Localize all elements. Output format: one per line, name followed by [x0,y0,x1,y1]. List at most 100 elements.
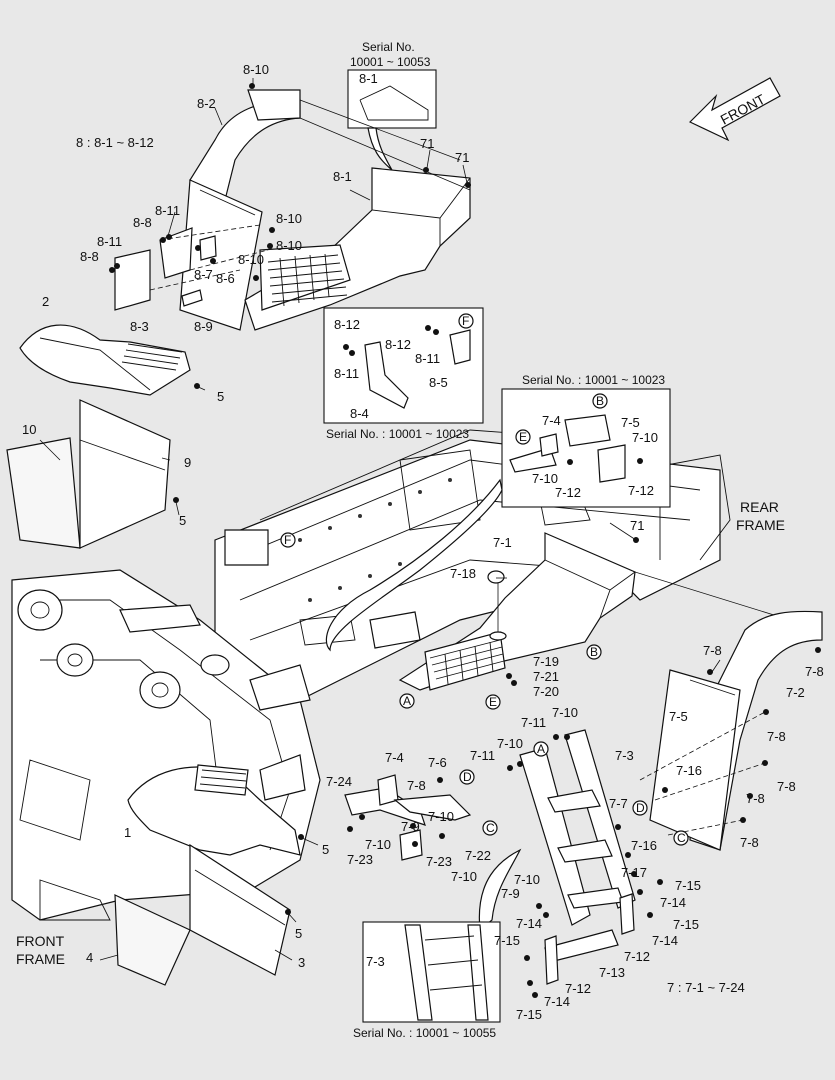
part-label: 7-16 [631,838,657,853]
part-label: 2 [42,294,49,309]
part-label: 7-23 [426,854,452,869]
part-label: 7-8 [805,664,824,679]
part-label: 7-14 [516,916,542,931]
rear-frame-label-1: REAR [740,499,779,515]
part-label: 7-12 [624,949,650,964]
part-label: 8-1 [333,169,352,184]
svg-text:D: D [463,770,472,784]
inset-serial-7: Serial No. : 10001 ~ 10023 [325,373,671,652]
part-label: 8-11 [334,366,359,381]
part-label: 8-10 [276,211,302,226]
part-label: 8-3 [130,319,149,334]
part-label: 7-9 [501,886,520,901]
part-label: 7-10 [428,809,454,824]
part-label: 4 [86,950,93,965]
circle-ref-d-bracket: D [459,769,475,785]
part-label: 8-4 [350,406,369,421]
part-label: 7-8 [740,835,759,850]
front-frame-label-1: FRONT [16,933,65,949]
inset-serial-top: Serial No. 10001 ~ 10053 [347,40,437,171]
part-label: 7-12 [555,485,581,500]
svg-text:C: C [677,831,686,845]
part-label: 7-2 [786,685,805,700]
circle-ref-b-inset: B [592,393,608,409]
part-label: 7-20 [533,684,559,699]
part-label: 7-15 [673,917,699,932]
fender-2-group [6,324,191,549]
part-label: 9 [184,455,191,470]
part-label: 7-5 [621,415,640,430]
part-label: 7-8 [777,779,796,794]
fender-1-grating [199,769,247,789]
part-label: 7-21 [533,669,559,684]
circle-ref-f-frame: F [280,532,296,548]
circle-ref-c-fender: C [673,830,689,846]
part-label: 8-6 [216,271,235,286]
fender-8-2 [179,89,301,331]
serial-top-line2: 10001 ~ 10053 [350,55,431,69]
svg-text:E: E [489,695,497,709]
part-label: 5 [217,389,224,404]
bracket-group-8 [114,117,471,311]
part-label: 7-4 [385,750,404,765]
reference-circles: F B E F B A E A D D C C [280,313,689,846]
circle-ref-b-step: B [586,644,602,660]
part-label: 71 [455,150,469,165]
part-label: 1 [124,825,131,840]
part-label: 7-23 [347,852,373,867]
serial-bottom-label: Serial No. : 10001 ~ 10055 [353,1026,496,1040]
circle-ref-f-top: F [458,313,474,329]
notes: 8 : 8-1 ~ 8-12 7 : 7-1 ~ 7-24 REAR FRAME… [16,135,785,995]
part-label: 7-10 [532,471,558,486]
ladder-7-3 [478,729,636,985]
part-label: 7-24 [326,774,352,789]
svg-text:F: F [284,533,291,547]
part-label: 7-11 [470,748,495,763]
step-7-1 [398,532,791,691]
part-label: 8-10 [238,252,264,267]
part-label: 8-5 [429,375,448,390]
inset-serial-8: Serial No. : 10001 ~ 10023 [323,307,484,441]
part-label: 7-8 [407,778,426,793]
svg-text:A: A [403,694,411,708]
part-label: 7-15 [516,1007,542,1022]
circle-ref-e-inset: E [515,429,531,445]
part-label: 71 [420,136,434,151]
inset-serial-bottom: Serial No. : 10001 ~ 10055 [353,921,501,1040]
part-label: 7-10 [365,837,391,852]
part-label: 3 [298,955,305,970]
serial-top-line1: Serial No. [362,40,415,54]
part-label: 8-11 [155,203,180,218]
part-label: 7-4 [542,413,561,428]
part-label: 8-1 [359,71,378,86]
serial-8-label: Serial No. : 10001 ~ 10023 [326,427,469,441]
circle-ref-a-ladder: A [533,741,549,757]
circle-ref-d-fender: D [632,800,648,816]
part-label: 5 [295,926,302,941]
part-label: 7-17 [621,865,647,880]
circle-ref-e-step: E [485,694,501,710]
part-label: 7-22 [465,848,491,863]
fender-1-group [114,764,301,986]
part-label: 7-12 [628,483,654,498]
part-label: 7-6 [428,755,447,770]
part-label: 7-8 [767,729,786,744]
part-label: 7-10 [632,430,658,445]
svg-text:A: A [537,742,545,756]
part-label: 8-10 [276,238,302,253]
group-note-7: 7 : 7-1 ~ 7-24 [667,980,745,995]
part-label: 7-3 [366,954,385,969]
circle-ref-c-bracket: C [482,820,498,836]
part-label: 8-8 [80,249,99,264]
part-label: 8-10 [243,62,269,77]
part-label: 7-11 [521,715,546,730]
part-label: 7-10 [552,705,578,720]
svg-text:F: F [462,314,469,328]
group-note-8: 8 : 8-1 ~ 8-12 [76,135,154,150]
front-arrow: FRONT [688,77,781,142]
part-label: 10 [22,422,36,437]
part-label: 7-13 [599,965,625,980]
step-8-1-grating [267,253,348,307]
part-label: 8-12 [385,337,411,352]
